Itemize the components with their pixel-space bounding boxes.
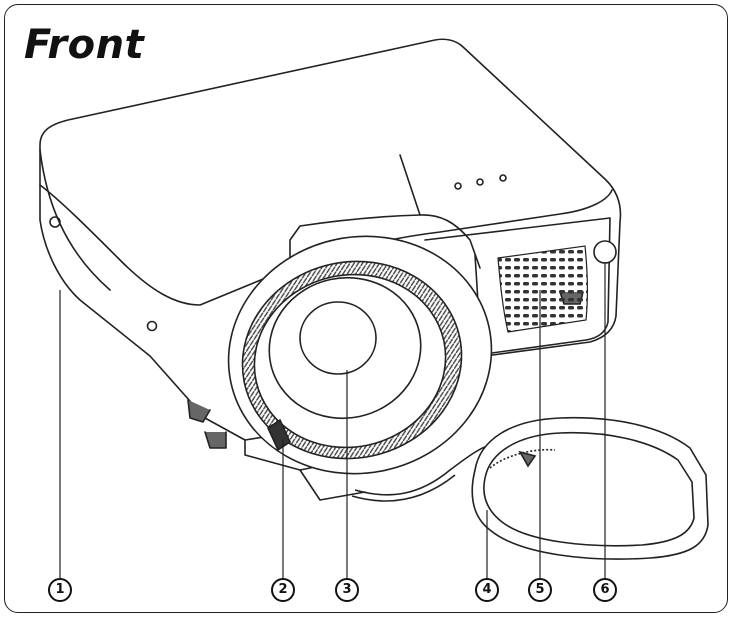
air-vent xyxy=(497,245,588,333)
adjuster-foot-center xyxy=(204,431,227,449)
screw-hole xyxy=(146,320,158,332)
indicator-light xyxy=(476,178,484,186)
lens-cap-strap xyxy=(354,444,491,496)
indicator-light xyxy=(499,174,507,182)
lens-housing xyxy=(289,214,481,269)
zoom-lever xyxy=(266,418,292,452)
callout-4: 4 xyxy=(475,578,499,602)
callout-3: 3 xyxy=(335,578,359,602)
screw-hole xyxy=(49,216,61,228)
callout-2: 2 xyxy=(271,578,295,602)
indicator-light xyxy=(454,182,462,190)
page-title: Front xyxy=(24,22,145,68)
callout-5: 5 xyxy=(528,578,552,602)
adjuster-foot-left xyxy=(187,399,211,423)
lens-cap xyxy=(471,416,709,560)
callout-1: 1 xyxy=(48,578,72,602)
infrared-receiver xyxy=(593,240,617,264)
callout-6: 6 xyxy=(593,578,617,602)
front-panel xyxy=(424,217,611,357)
